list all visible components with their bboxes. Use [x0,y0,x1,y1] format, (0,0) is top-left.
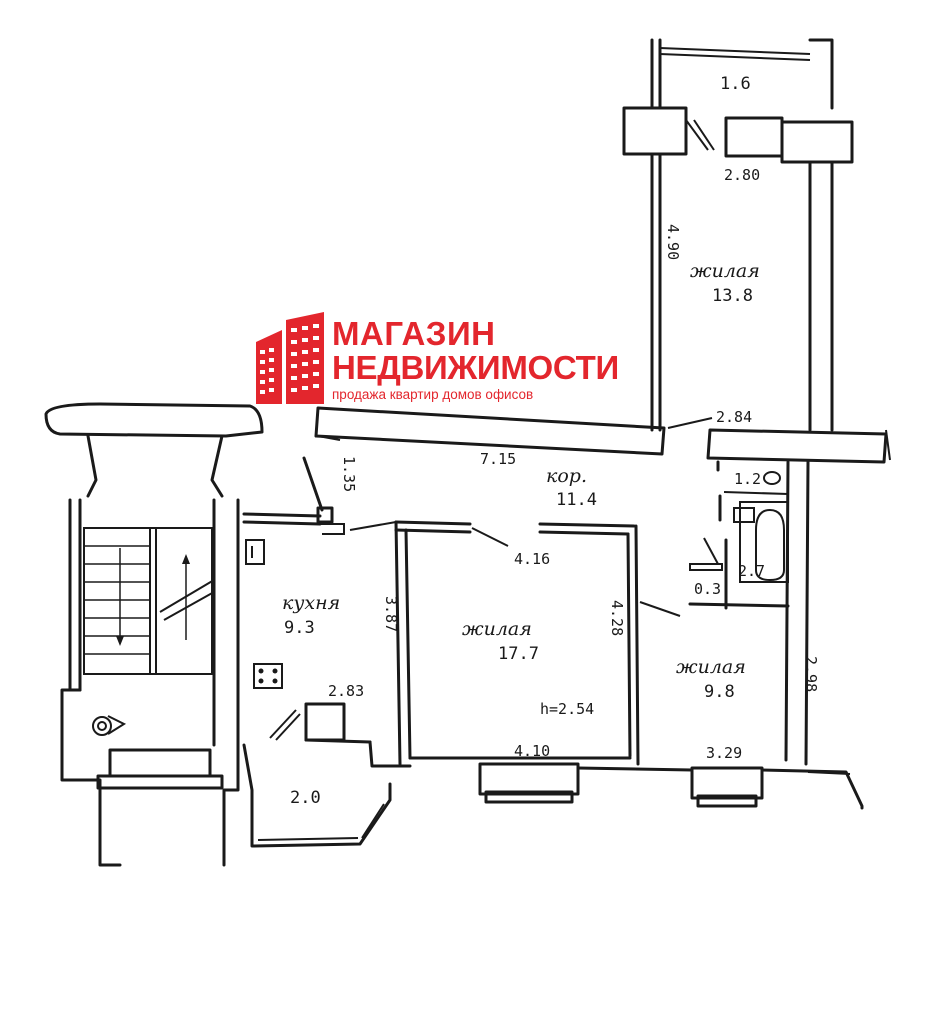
dim-3-29: 3.29 [706,744,743,762]
dim-2-84: 2.84 [716,408,753,426]
dim-3-87: 3.87 [382,596,400,633]
dim-1-35: 1.35 [340,456,358,493]
logo-line1: МАГАЗИН [332,315,496,352]
toilet-area-label: 2.7 [738,562,766,580]
bedroom-top-area: 13.8 [712,286,753,306]
main-wall-band [314,406,891,464]
bathroom-block [688,460,810,766]
living-right-name: жилая [676,656,746,678]
living-center-name: жилая [462,618,532,640]
living-right-area: 9.8 [704,682,735,702]
corridor-area: 11.4 [556,490,597,510]
loggia-outline [242,743,392,848]
logo-line2: НЕДВИЖИМОСТИ [332,349,619,386]
agency-logo: МАГАЗИН НЕДВИЖИМОСТИ продажа квартир дом… [252,312,619,407]
loggia-area: 2.0 [290,788,321,808]
living-center-area: 17.7 [498,644,539,664]
dim-4-90: 4.90 [664,224,682,261]
corridor-name: кор. [546,465,587,487]
ceiling-height-label: h=2.54 [540,700,595,718]
living-center-walls [394,520,681,766]
logo-tagline: продажа квартир домов офисов [332,387,534,402]
dim-4-16: 4.16 [514,550,551,568]
balcony-outline [622,38,854,164]
kitchen-area: 9.3 [284,618,315,638]
dim-4-10: 4.10 [514,742,551,760]
bath-area-label: 1.2 [734,470,762,488]
dim-7-15: 7.15 [480,450,517,468]
dim-2-98: 2.98 [802,656,820,693]
closet-area-label: 0.3 [694,580,722,598]
kitchen-walls [242,456,397,744]
bedroom-top-walls [650,152,834,432]
dim-2-80: 2.80 [724,166,761,184]
dim-4-28: 4.28 [608,600,626,637]
balcony-area-label: 1.6 [720,74,751,94]
kitchen-name: кухня [282,592,341,614]
bedroom-top-name: жилая [690,260,760,282]
stairwell [44,402,264,867]
dim-2-83: 2.83 [328,682,365,700]
building-logo-icon [256,312,324,404]
exterior-bottom-wall [368,740,864,810]
